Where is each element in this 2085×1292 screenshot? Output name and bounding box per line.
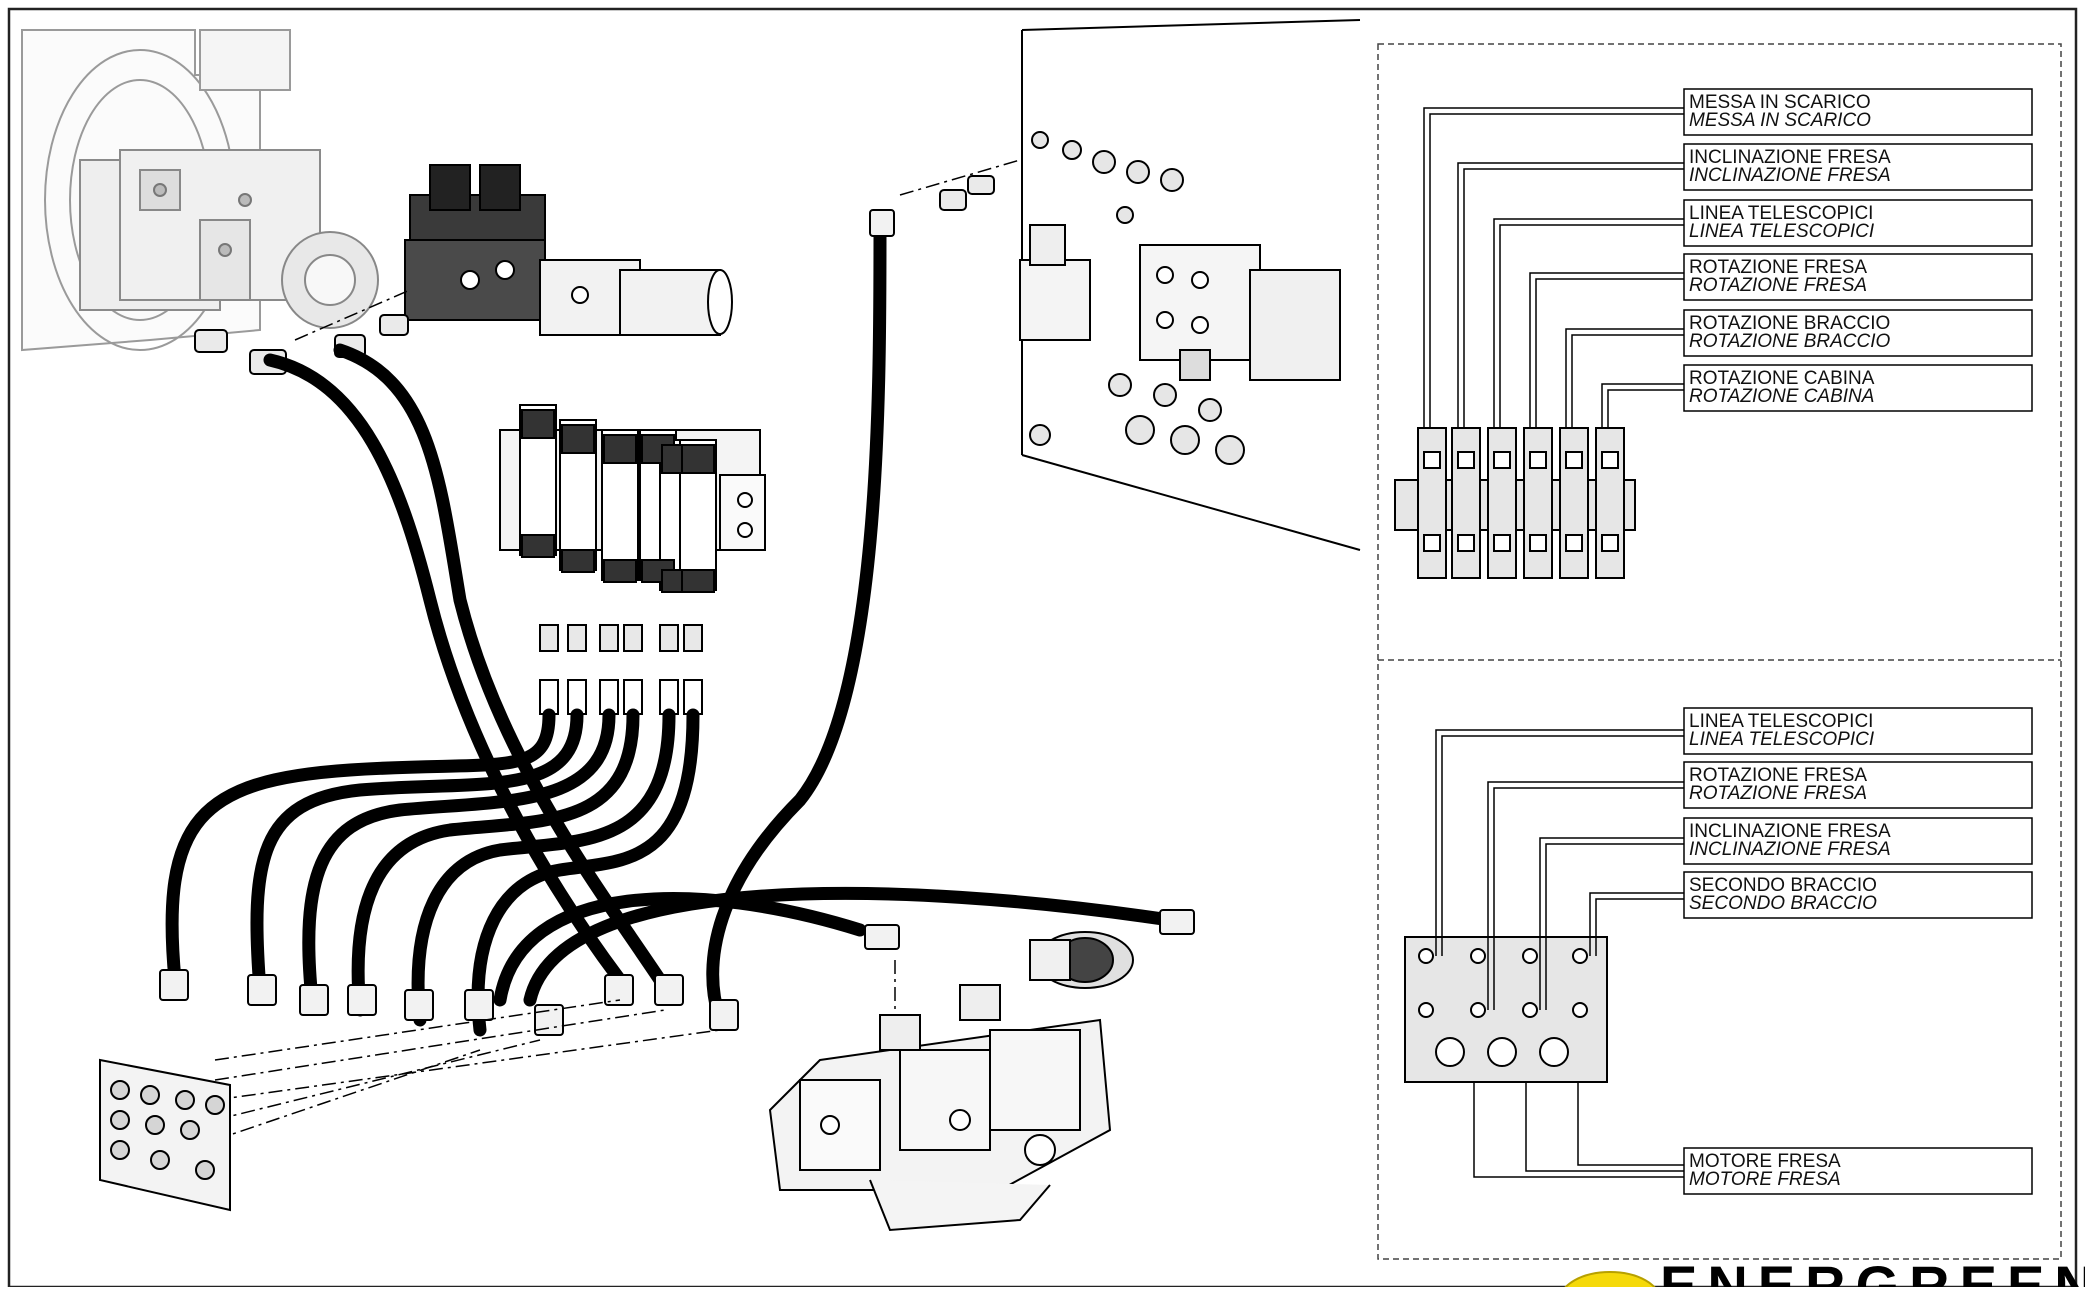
sectional-control-valve	[768, 931, 1134, 1232]
lower-label-3-it: SECONDO BRACCIO	[1689, 875, 1877, 896]
lower-label-boxes	[1683, 707, 2033, 1195]
exploded-assembly-drawing	[21, 19, 1361, 1232]
proportional-valve-block	[404, 164, 733, 336]
upper-leader-lines	[1423, 107, 1684, 428]
lower-leader-lines	[1435, 729, 1684, 1178]
upper-label-4-en: ROTAZIONE BRACCIO	[1689, 331, 1890, 352]
upper-label-2-en: LINEA TELESCOPICI	[1689, 221, 1875, 242]
engine-pump-group	[21, 29, 379, 352]
lower-label-2-en: INCLINAZIONE FRESA	[1689, 839, 1891, 860]
upper-label-5-en: ROTAZIONE CABINA	[1689, 386, 1874, 407]
lower-label-1-en: ROTAZIONE FRESA	[1689, 783, 1867, 804]
connection-centerlines	[214, 159, 1021, 1141]
bulkhead-plate	[99, 1058, 231, 1212]
motor-label-it: MOTORE FRESA	[1689, 1151, 1841, 1172]
lower-label-2-it: INCLINAZIONE FRESA	[1689, 821, 1891, 842]
schematic-frame	[1377, 43, 2062, 1260]
upper-label-1-it: INCLINAZIONE FRESA	[1689, 147, 1891, 168]
upper-label-1-en: INCLINAZIONE FRESA	[1689, 165, 1891, 186]
lower-label-1-it: ROTAZIONE FRESA	[1689, 765, 1867, 786]
upper-label-5-it: ROTAZIONE CABINA	[1689, 368, 1875, 389]
logo-leaf-icon	[1560, 1271, 1660, 1292]
lower-label-3-en: SECONDO BRACCIO	[1689, 893, 1877, 914]
upper-valve-bank	[1394, 427, 1636, 579]
schematic-panel: MESSA IN SCARICO MESSA IN SCARICO INCLIN…	[1377, 43, 2062, 1260]
hydraulic-hoses	[165, 223, 1177, 1037]
lower-label-0-it: LINEA TELESCOPICI	[1689, 711, 1873, 732]
hose-end-fittings	[159, 209, 1195, 1036]
motor-label-en: MOTORE FRESA	[1689, 1169, 1841, 1190]
valve-mounting-plate	[1019, 19, 1361, 551]
solenoid-manifold	[499, 404, 766, 593]
upper-label-2-it: LINEA TELESCOPICI	[1689, 203, 1873, 224]
lower-valve-block	[1404, 936, 1608, 1083]
upper-label-0-en: MESSA IN SCARICO	[1689, 110, 1871, 131]
upper-label-4-it: ROTAZIONE BRACCIO	[1689, 313, 1890, 334]
upper-label-0-it: MESSA IN SCARICO	[1689, 92, 1871, 113]
upper-label-boxes	[1683, 88, 2033, 412]
manifold-nipples	[539, 624, 703, 715]
upper-label-3-en: ROTAZIONE FRESA	[1689, 275, 1867, 296]
upper-label-3-it: ROTAZIONE FRESA	[1689, 257, 1867, 278]
logo-text: ENERGREEN	[1660, 1254, 2085, 1287]
lower-label-0-en: LINEA TELESCOPICI	[1689, 729, 1875, 750]
